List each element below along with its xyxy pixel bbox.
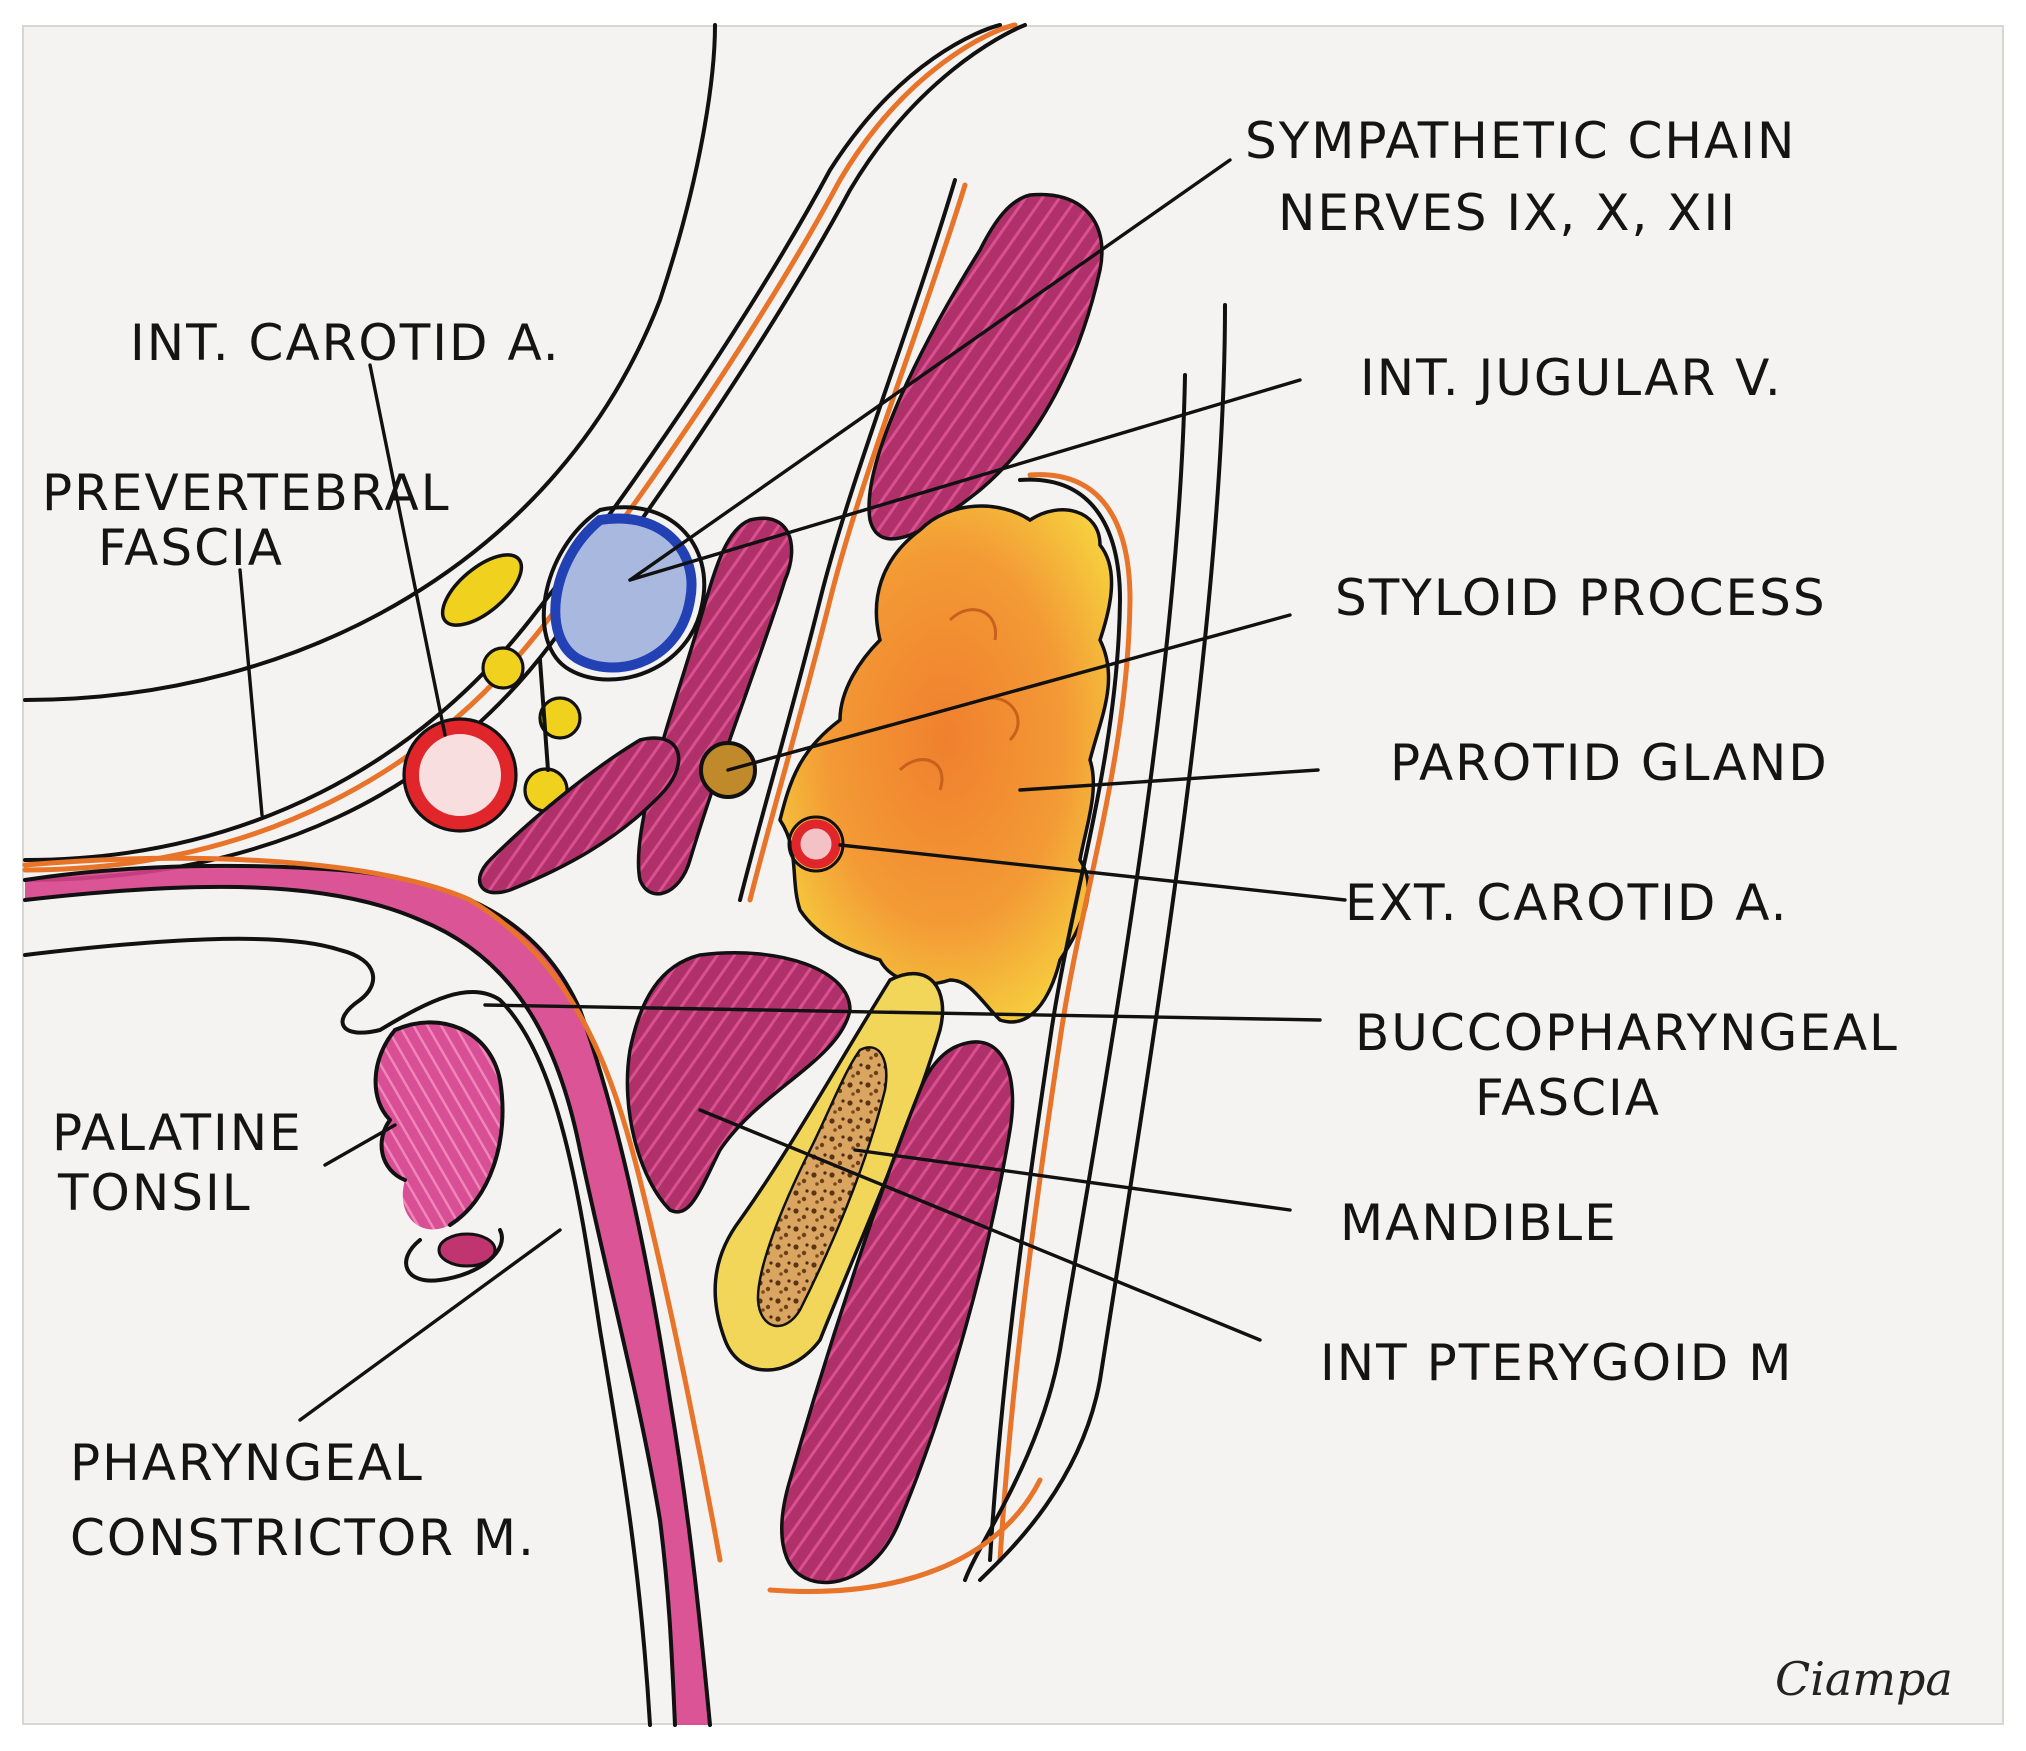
palatine-tonsil [373,1020,505,1283]
label-sympathetic-chain-2: NERVES IX, X, XII [1278,184,1737,242]
carotid-sheath-contents [402,505,707,833]
label-int-carotid: INT. CAROTID A. [130,314,561,372]
ext-carotid-artery [791,819,841,869]
label-styloid: STYLOID PROCESS [1335,569,1827,627]
parotid-gland [778,504,1114,1024]
label-prevertebral-2: FASCIA [98,519,284,577]
label-ext-carotid: EXT. CAROTID A. [1345,874,1788,932]
label-prevertebral-1: PREVERTEBRAL [42,464,451,522]
label-palatine-2: TONSIL [57,1164,252,1222]
int-jugular-vein [550,513,697,673]
int-pterygoid-lower [780,1040,1015,1585]
label-buccopharyngeal-2: FASCIA [1475,1069,1661,1127]
label-pharyngeal-2: CONSTRICTOR M. [70,1509,536,1567]
nerve-ix [538,696,582,740]
label-pharyngeal-1: PHARYNGEAL [70,1434,424,1492]
label-int-jugular: INT. JUGULAR V. [1360,349,1783,407]
int-carotid-artery [405,720,515,830]
label-int-pterygoid: INT PTERYGOID M [1320,1334,1793,1392]
label-buccopharyngeal-1: BUCCOPHARYNGEAL [1355,1004,1899,1062]
label-palatine-1: PALATINE [52,1104,303,1162]
pharyngeal-wall [22,855,723,1727]
nerve-x [481,646,525,690]
jaw-structures [625,951,1043,1595]
label-sympathetic-chain-1: SYMPATHETIC CHAIN [1245,112,1796,170]
label-parotid: PAROTID GLAND [1390,734,1829,792]
sympathetic-chain-ganglion [440,553,524,627]
lateral-fascia-lines [963,303,1227,1582]
mandible-marrow [756,1046,888,1328]
int-pterygoid-upper [625,951,852,1214]
label-mandible: MANDIBLE [1340,1194,1618,1252]
styloid-muscles [478,516,794,896]
leader-lines [238,158,1347,1422]
prevertebral-fascia-curves [22,22,1027,882]
artist-signature: Ciampa [1775,1652,1953,1706]
labels: SYMPATHETIC CHAIN NERVES IX, X, XII INT.… [42,112,1953,1706]
